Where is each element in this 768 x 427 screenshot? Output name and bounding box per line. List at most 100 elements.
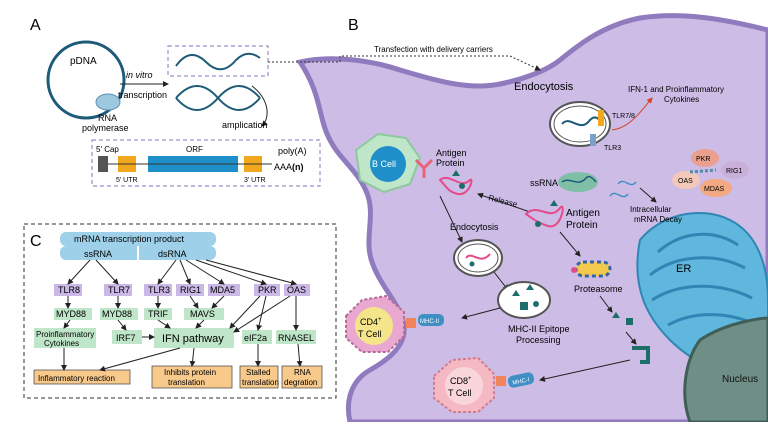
- outcome-inflammatory: Inflammatory reaction: [38, 374, 115, 383]
- irf7-node: IRF7: [116, 333, 136, 343]
- tlr8-node: TLR8: [58, 285, 80, 295]
- ifn-node: IFN pathway: [162, 333, 224, 345]
- pkr-node: PKR: [258, 285, 277, 295]
- intracellular-label: Intracellular: [630, 205, 672, 214]
- header-label: mRNA transcription product: [74, 234, 185, 244]
- endocytosis-mid-label: Endocytosis: [450, 222, 499, 232]
- rna-polymerase-label-1: RNA: [98, 113, 117, 123]
- polya-label: poly(A): [278, 146, 307, 156]
- mdas-label: MDAS: [704, 186, 725, 193]
- tcr-cd8-icon: [496, 376, 506, 386]
- ssrna-blob: [558, 172, 598, 192]
- tcr-cd4-icon: [406, 318, 416, 328]
- antigen-top-label-1: Antigen: [436, 148, 467, 158]
- transfection-label: Transfection with delivery carriers: [374, 45, 493, 54]
- mhc2-epitope-label-1: MHC-II Epitope: [508, 324, 570, 334]
- aaa-label: AAA(n): [274, 162, 304, 172]
- mhc2-processing-vesicle: [497, 281, 551, 319]
- rna-polymerase-label-2: polymerase: [82, 123, 129, 133]
- antigen-protein-mid-icon: [524, 200, 564, 228]
- tlr3-label: TLR3: [604, 145, 621, 152]
- utr5-label: 5' UTR: [116, 177, 138, 184]
- rna-decay-strand-2: [609, 192, 629, 198]
- tlr7-node: TLR7: [108, 285, 130, 295]
- mhc2-label: MHC-II: [420, 319, 439, 325]
- cd8-label: CD8+: [450, 376, 472, 386]
- rig1-node: RIG1: [180, 285, 201, 295]
- rnasel-node: RNASEL: [278, 333, 314, 343]
- b-cell-label: B Cell: [372, 159, 396, 169]
- endosome-top: [549, 101, 611, 147]
- rna-polymerase-icon: [95, 93, 121, 111]
- cd4-t-cell: CD4+ T Cell: [345, 294, 416, 353]
- cd8-tcell-label: T Cell: [448, 388, 471, 398]
- cap-block: [98, 156, 108, 172]
- dna-double-helix-icon: [175, 85, 261, 111]
- panel-a-letter: A: [30, 17, 41, 34]
- amplication-label: amplication: [222, 120, 268, 130]
- outcome-inhibits-1: Inhibits protein: [164, 368, 216, 377]
- proinf-node-1: Proinflammatory: [36, 330, 94, 339]
- mhc1-complex: MHC-I: [507, 372, 535, 388]
- mrna-construct-box: [91, 139, 321, 187]
- panel-b-letter: B: [348, 17, 359, 34]
- sensor-cluster: PKR RIG1 OAS MDAS: [672, 149, 749, 197]
- ssrna-label: ssRNA: [530, 178, 558, 188]
- outcome-rna-1: RNA: [294, 368, 312, 377]
- utr3-label: 3' UTR: [244, 177, 266, 184]
- orf-label: ORF: [186, 145, 203, 154]
- proteasome-icon: [571, 260, 612, 278]
- tlr78-label: TLR7/8: [612, 113, 635, 120]
- mhc1-in-er-icon: [632, 346, 650, 364]
- nucleus-label: Nucleus: [722, 374, 758, 385]
- cd4-tcell-label: T Cell: [358, 329, 381, 339]
- proinf-node-2: Cytokines: [44, 339, 79, 348]
- third-row: Proinflammatory Cytokines IRF7 IFN pathw…: [34, 328, 316, 348]
- antigen-mid-label-1: Antigen: [566, 208, 600, 219]
- adaptor-row: MYD88 MYD88 TRIF MAVS: [54, 308, 224, 320]
- eif2a-node: eIF2a: [244, 333, 267, 343]
- outcome-rna-2: degration: [284, 378, 317, 387]
- antigen-top-label-2: Protein: [436, 158, 465, 168]
- receptor-row: TLR8 TLR7 TLR3 RIG1 MDA5 PKR OAS: [54, 284, 310, 296]
- myd88b-node: MYD88: [102, 309, 132, 319]
- b-cell: B Cell: [354, 132, 434, 194]
- pdna-label: pDNA: [70, 56, 97, 67]
- rig1-label: RIG1: [726, 168, 742, 175]
- mda5-node: MDA5: [210, 285, 235, 295]
- endocytosis-top-label: Endocytosis: [514, 81, 574, 93]
- er-label: ER: [676, 263, 691, 275]
- cap-label: 5' Cap: [96, 145, 119, 154]
- panel-c-header: mRNA transcription product ssRNA dsRNA: [60, 232, 216, 260]
- proteasome-label: Proteasome: [574, 284, 623, 294]
- antibody-icon: [414, 158, 434, 178]
- mrna-box: [167, 45, 269, 77]
- outcome-stalled-2: translation: [242, 378, 279, 387]
- in-vitro-label: in vitro: [126, 70, 153, 80]
- cd4-label: CD4+: [360, 317, 382, 327]
- tlr78-receptor-icon: [598, 110, 604, 126]
- transcription-label: transcription: [118, 90, 167, 100]
- mavs-node: MAVS: [190, 309, 215, 319]
- myd88a-node: MYD88: [56, 309, 86, 319]
- mrna-decay-label: mRNA Decay: [634, 215, 682, 224]
- panel-c-letter: C: [30, 233, 42, 250]
- outcome-stalled-1: Stalled: [246, 368, 270, 377]
- ifn-label-1: IFN-1 and Proinflammatory: [628, 85, 724, 94]
- tlr3-receptor-icon: [590, 134, 596, 146]
- trif-node: TRIF: [148, 309, 168, 319]
- antigen-mid-label-2: Protein: [566, 220, 598, 231]
- cd8-t-cell: CD8+ T Cell: [433, 356, 506, 413]
- mhc2-epitope-label-2: Processing: [516, 335, 561, 345]
- endosome-mid: [453, 239, 503, 277]
- dsrna-c-label: dsRNA: [158, 249, 187, 259]
- ssrna-c-label: ssRNA: [84, 249, 112, 259]
- tlr3-node: TLR3: [148, 285, 170, 295]
- mhc2-complex: MHC-II: [418, 314, 444, 326]
- mhc1-label: MHC-I: [512, 377, 531, 387]
- ifn-label-2: Cytokines: [664, 95, 699, 104]
- pdna-plasmid: pDNA RNA polymerase: [46, 40, 129, 133]
- mrna-strand-icon: [175, 52, 261, 71]
- oas-label: OAS: [678, 178, 693, 185]
